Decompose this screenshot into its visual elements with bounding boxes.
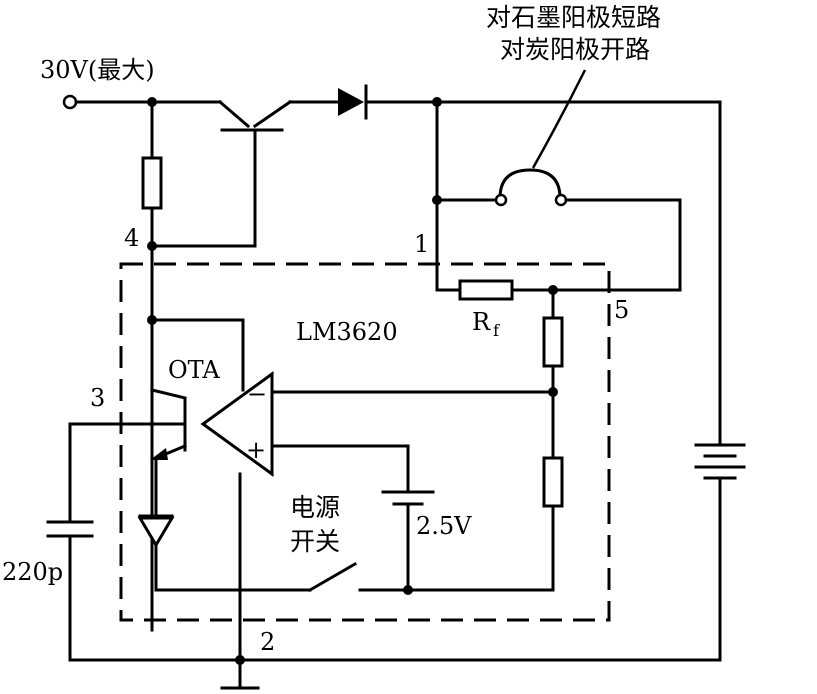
battery [694,100,746,662]
reference-source [381,444,435,592]
base-resistor [141,100,163,632]
annotation-line2: 对炭阳极开路 [500,35,650,64]
pin-1-label: 1 [414,230,429,258]
lm3620-chip-boundary [119,262,611,622]
junction-dots [147,97,558,665]
reference-voltage-label: 2.5V [416,512,472,540]
rf-subscript: f [493,321,500,340]
power-switch-path [137,514,555,593]
ota-wiring [68,318,245,518]
ground-rail [68,658,722,690]
supply-input [62,94,222,110]
pin-5-label: 5 [614,296,629,324]
series-diode [288,84,722,120]
feedback-resistor [435,279,555,301]
capacitor [46,422,94,662]
rf-main: R [472,308,491,336]
pin-2-label: 2 [260,628,275,656]
chip-name-label: LM3620 [296,318,398,346]
anode-electrode [435,100,682,292]
opamp-plus-label: + [246,436,266,464]
pin-3-label: 3 [90,384,105,412]
switch-label-line2: 开关 [290,527,340,556]
annotation-line1: 对石墨阳极短路 [486,3,661,32]
capacitor-value-label: 220p [2,558,63,586]
divider-resistors [542,288,564,592]
switch-label-line1: 电源 [290,493,340,522]
ota-label: OTA [168,356,220,384]
ota-amplifier [200,371,555,662]
opamp-minus-label: − [247,380,267,408]
supply-voltage-label: 30V(最大) [40,56,155,84]
annotation-leader [531,69,587,169]
pin-4-label: 4 [124,224,139,252]
pass-transistor [150,99,293,248]
